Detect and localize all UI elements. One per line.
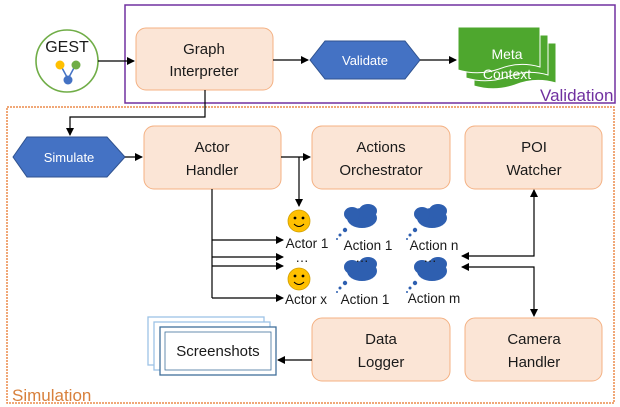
graph-interpreter-box xyxy=(135,27,274,91)
gest-label: GEST xyxy=(45,39,89,56)
meta-context-line2: Context xyxy=(483,66,531,82)
actor-handler-line2: Handler xyxy=(186,162,239,179)
gest-node: GEST xyxy=(35,29,99,93)
poi-watcher-line1: POI xyxy=(521,139,547,156)
graph-icon xyxy=(55,60,81,85)
camera-handler-line2: Handler xyxy=(508,354,561,371)
smiley-icon xyxy=(287,209,311,233)
smiley-icon xyxy=(287,267,311,291)
actor-handler-box xyxy=(143,125,282,190)
action-1-label: Action 1 xyxy=(341,292,390,307)
actor-x-label: Actor x xyxy=(285,292,327,307)
actions-ellipsis: … xyxy=(355,250,369,265)
simulate-label: Simulate xyxy=(44,150,95,165)
simulation-frame xyxy=(6,106,615,404)
poi-watcher-line2: Watcher xyxy=(506,162,561,179)
data-logger-line1: Data xyxy=(365,331,397,348)
actors-ellipsis: … xyxy=(295,250,309,265)
poi-watcher-box xyxy=(464,125,603,190)
screenshots-stack: Screenshots xyxy=(147,316,277,376)
data-logger-box xyxy=(311,317,451,382)
screenshots-label: Screenshots xyxy=(176,343,259,360)
validate-label: Validate xyxy=(342,53,388,68)
actor-1-label: Actor 1 xyxy=(286,236,329,251)
meta-context-documents: Meta Context xyxy=(457,26,557,90)
actions-orchestrator-box xyxy=(311,125,451,190)
cloud-icon xyxy=(406,204,447,240)
cloud-icon xyxy=(336,204,377,240)
cloud-icon xyxy=(406,257,447,293)
camera-handler-line1: Camera xyxy=(507,331,561,348)
validation-frame xyxy=(124,4,616,104)
actions-orchestrator-line1: Actions xyxy=(356,139,405,156)
actions-ellipsis: … xyxy=(423,250,437,265)
simulation-frame-label: Simulation xyxy=(12,386,91,405)
cloud-icon xyxy=(336,257,377,293)
graph-interpreter-line1: Graph xyxy=(183,41,225,58)
action-1-label: Action 1 xyxy=(344,238,393,253)
connector-arrows xyxy=(66,56,538,364)
meta-context-line1: Meta xyxy=(491,46,522,62)
actions-orchestrator-line2: Orchestrator xyxy=(339,162,422,179)
data-logger-line2: Logger xyxy=(358,354,405,371)
camera-handler-box xyxy=(464,317,603,382)
graph-interpreter-line2: Interpreter xyxy=(169,63,238,80)
action-n-label: Action n xyxy=(410,238,459,253)
action-m-label: Action m xyxy=(408,291,461,306)
actor-handler-line1: Actor xyxy=(194,139,229,156)
validation-frame-label: Validation xyxy=(540,86,613,105)
